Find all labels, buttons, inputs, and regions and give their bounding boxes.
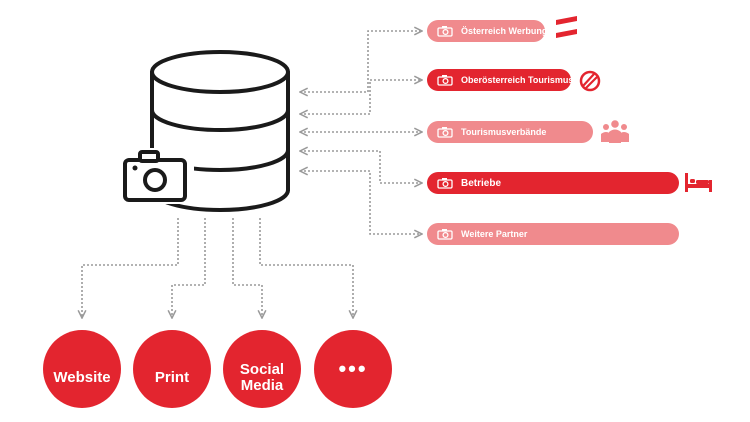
more-dots-icon: ••• — [338, 356, 368, 381]
camera-icon — [437, 26, 453, 37]
connector-oesterreich-werbung — [300, 31, 422, 92]
people-group-icon — [601, 120, 629, 143]
camera-icon — [437, 229, 453, 240]
connector-print — [172, 218, 206, 318]
partner-label: Weitere Partner — [461, 229, 528, 239]
camera-icon — [437, 75, 453, 86]
partner-connectors — [300, 31, 422, 234]
channel-label: Print — [154, 369, 190, 386]
partner-betriebe: Betriebe — [427, 172, 679, 194]
camera-icon — [437, 178, 453, 189]
channel-more: ••• — [314, 330, 392, 408]
camera-icon — [118, 148, 194, 204]
partner-oesterreich-werbung: Österreich Werbung — [427, 20, 548, 42]
connector-social-media — [232, 218, 262, 318]
partner-ooe-tourismus: Oberösterreich Tourismus — [427, 69, 574, 91]
channel-label: Social Media — [239, 361, 285, 394]
connector-website — [82, 218, 179, 318]
ooe-tourismus-logo-icon — [579, 70, 601, 92]
partner-label: Österreich Werbung — [461, 26, 548, 36]
partner-weitere-partner: Weitere Partner — [427, 223, 679, 245]
channel-social-media: Social Media — [223, 330, 301, 408]
channel-print: Print — [133, 330, 211, 408]
channel-label: Website — [53, 369, 111, 386]
connector-more — [259, 218, 353, 318]
camera-icon — [437, 127, 453, 138]
partner-label: Oberösterreich Tourismus — [461, 75, 574, 85]
partner-label: Betriebe — [461, 177, 502, 189]
connector-ooe-tourismus — [300, 80, 422, 114]
partner-tourismusverbaende: Tourismusverbände — [427, 121, 593, 143]
austria-flag-icon — [556, 16, 577, 38]
partner-label: Tourismusverbände — [461, 127, 547, 137]
channel-website: Website — [43, 330, 121, 408]
channel-connectors — [82, 218, 353, 318]
connector-weitere-partner — [300, 171, 422, 234]
bed-icon — [685, 173, 712, 192]
connector-betriebe — [300, 151, 422, 183]
